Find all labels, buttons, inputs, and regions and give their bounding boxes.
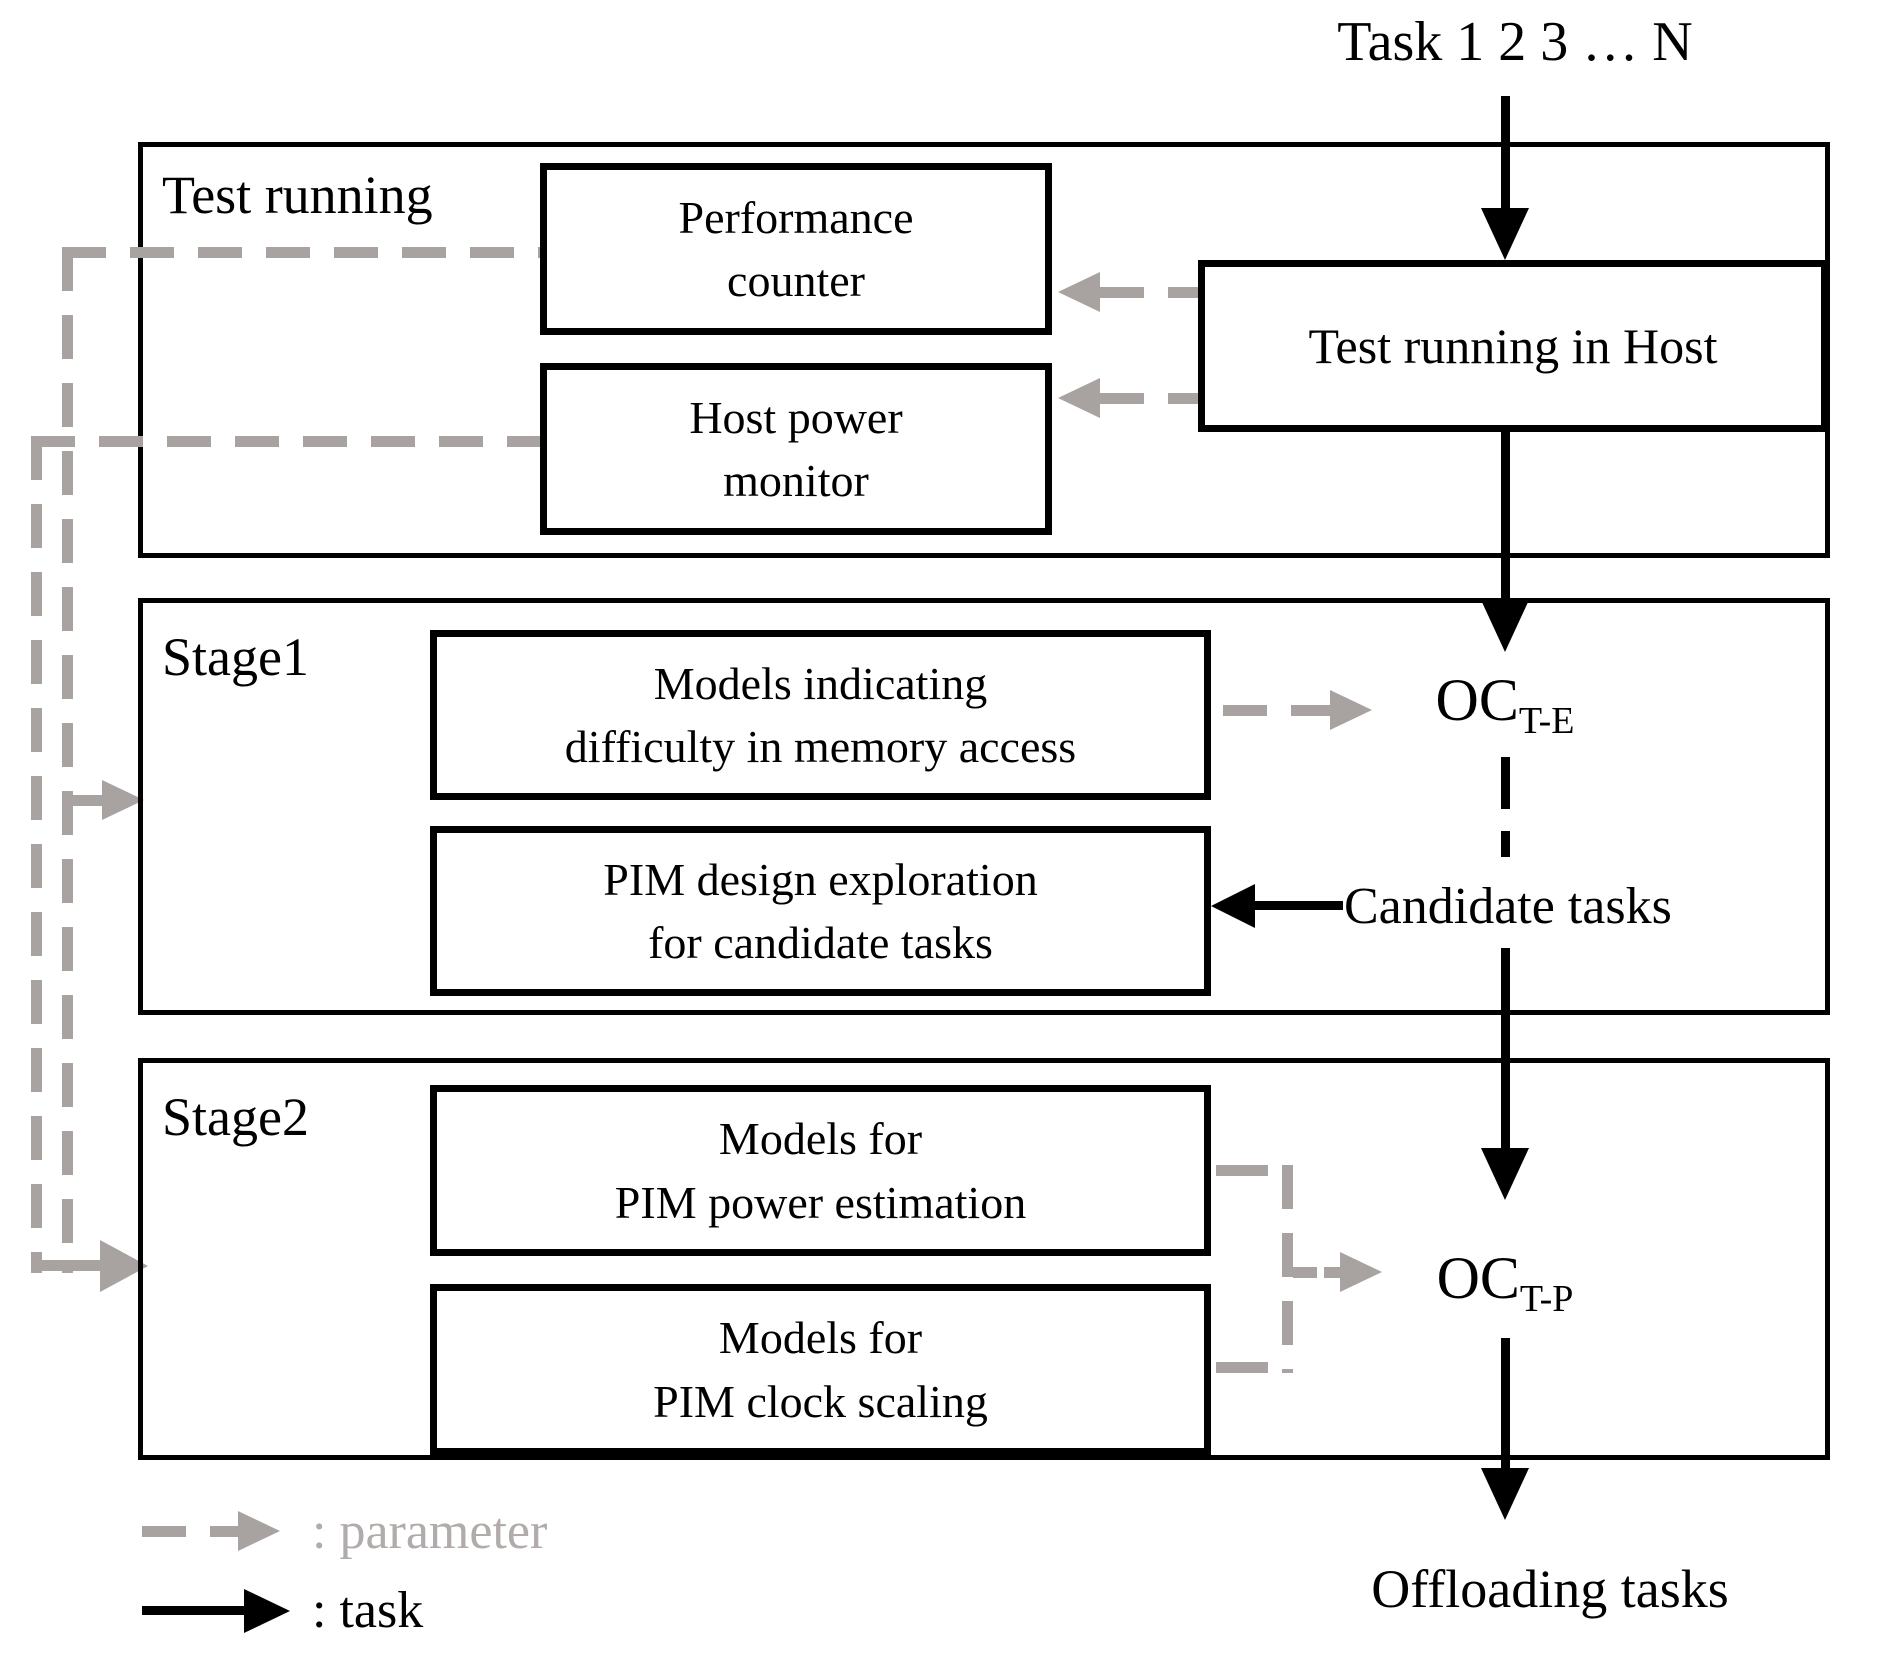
oc-te-sub: T-E [1518,700,1575,742]
oc-tp-node: OCT-P [1355,1248,1655,1318]
parameter-arrow-head-octp [1340,1252,1382,1292]
task-flow-line-octp-to-offloading [1501,1338,1510,1470]
oc-te-node: OCT-E [1355,670,1655,740]
parameter-rail-outer-vertical [31,436,42,1273]
legend-task-label: : task [312,1582,424,1639]
task-flow-line-candidates-to-octp [1501,948,1510,1150]
parameter-rail-inner-vertical [62,247,73,1273]
models-pim-power-line1: Models for [718,1113,923,1165]
stage1-label: Stage1 [162,627,309,687]
offloading-tasks-label: Offloading tasks [1371,1559,1729,1619]
task-input-label: Task 1 2 3 … N [1337,11,1693,73]
task-flow-line-top [1501,96,1510,210]
legend-task-arrow-head [244,1589,290,1633]
task-arrow-head-offloading [1481,1468,1529,1520]
test-running-in-host-box: Test running in Host [1198,260,1828,432]
parameter-line-to-power-monitor [1100,393,1198,404]
host-power-monitor-line2: monitor [723,455,869,506]
performance-counter-line2: counter [727,255,865,306]
parameter-line-to-perf-counter [1100,287,1198,298]
models-pim-power-line2: PIM power estimation [614,1176,1027,1228]
oc-te-base: OC [1435,667,1519,733]
parameter-arrow-head-stage1 [102,780,144,820]
models-pim-clock-line2: PIM clock scaling [653,1375,988,1427]
oc-tp-sub: T-P [1519,1278,1574,1320]
parameter-stub-stage1 [73,795,105,806]
pim-design-exploration-line2: for candidate tasks [648,917,993,968]
models-memory-access-line1: Models indicating [653,657,988,709]
candidate-tasks-label: Candidate tasks [1344,878,1672,935]
parameter-rail-perf-horizontal [62,247,540,258]
parameter-line-to-octe [1223,705,1333,716]
parameter-arrow-head-perf-counter [1058,272,1100,312]
parameter-line-to-octp [1324,1267,1342,1278]
legend-parameter-label: : parameter [312,1503,548,1560]
models-pim-clock-line1: Models for [718,1312,923,1364]
candidate-tasks-arrow-head [1211,884,1255,928]
parameter-bracket-mid-stub [1293,1267,1317,1278]
host-power-monitor-line1: Host power [689,391,903,443]
pim-design-exploration-box: PIM design exploration for candidate tas… [430,826,1211,996]
parameter-bracket-stub-bottom [1216,1362,1268,1373]
task-arrow-head-into-octe [1481,600,1529,652]
candidate-tasks-line [1253,901,1343,910]
performance-counter-box: Performance counter [540,163,1052,335]
task-arrow-head-into-host [1481,208,1529,260]
performance-counter-line1: Performance [678,191,914,243]
parameter-stub-stage2 [42,1260,104,1271]
parameter-rail-power-horizontal [31,436,540,447]
parameter-arrow-head-power-monitor [1058,378,1100,418]
legend-parameter-arrow-head [238,1511,280,1551]
task-arrow-head-into-octp [1481,1148,1529,1200]
oc-tp-base: OC [1436,1245,1520,1311]
task-dashed-line-octe-to-candidates [1501,757,1510,857]
parameter-bracket-vertical [1282,1165,1293,1373]
test-running-label: Test running [162,165,433,225]
models-memory-access-box: Models indicating difficulty in memory a… [430,630,1211,800]
stage1-container [138,598,1830,1015]
test-running-in-host-label: Test running in Host [1308,317,1718,374]
stage2-label: Stage2 [162,1087,309,1147]
models-memory-access-line2: difficulty in memory access [564,721,1077,772]
models-pim-clock-box: Models for PIM clock scaling [430,1284,1211,1455]
pim-design-exploration-line1: PIM design exploration [603,853,1038,905]
legend-task-line [142,1606,248,1615]
models-pim-power-box: Models for PIM power estimation [430,1085,1211,1256]
host-power-monitor-box: Host power monitor [540,363,1052,535]
parameter-arrow-head-octe [1330,690,1372,730]
parameter-bracket-stub-top [1216,1165,1268,1176]
task-flow-line-host-to-octe [1501,432,1510,602]
stage2-container [138,1058,1830,1460]
legend-parameter-line [142,1526,242,1537]
